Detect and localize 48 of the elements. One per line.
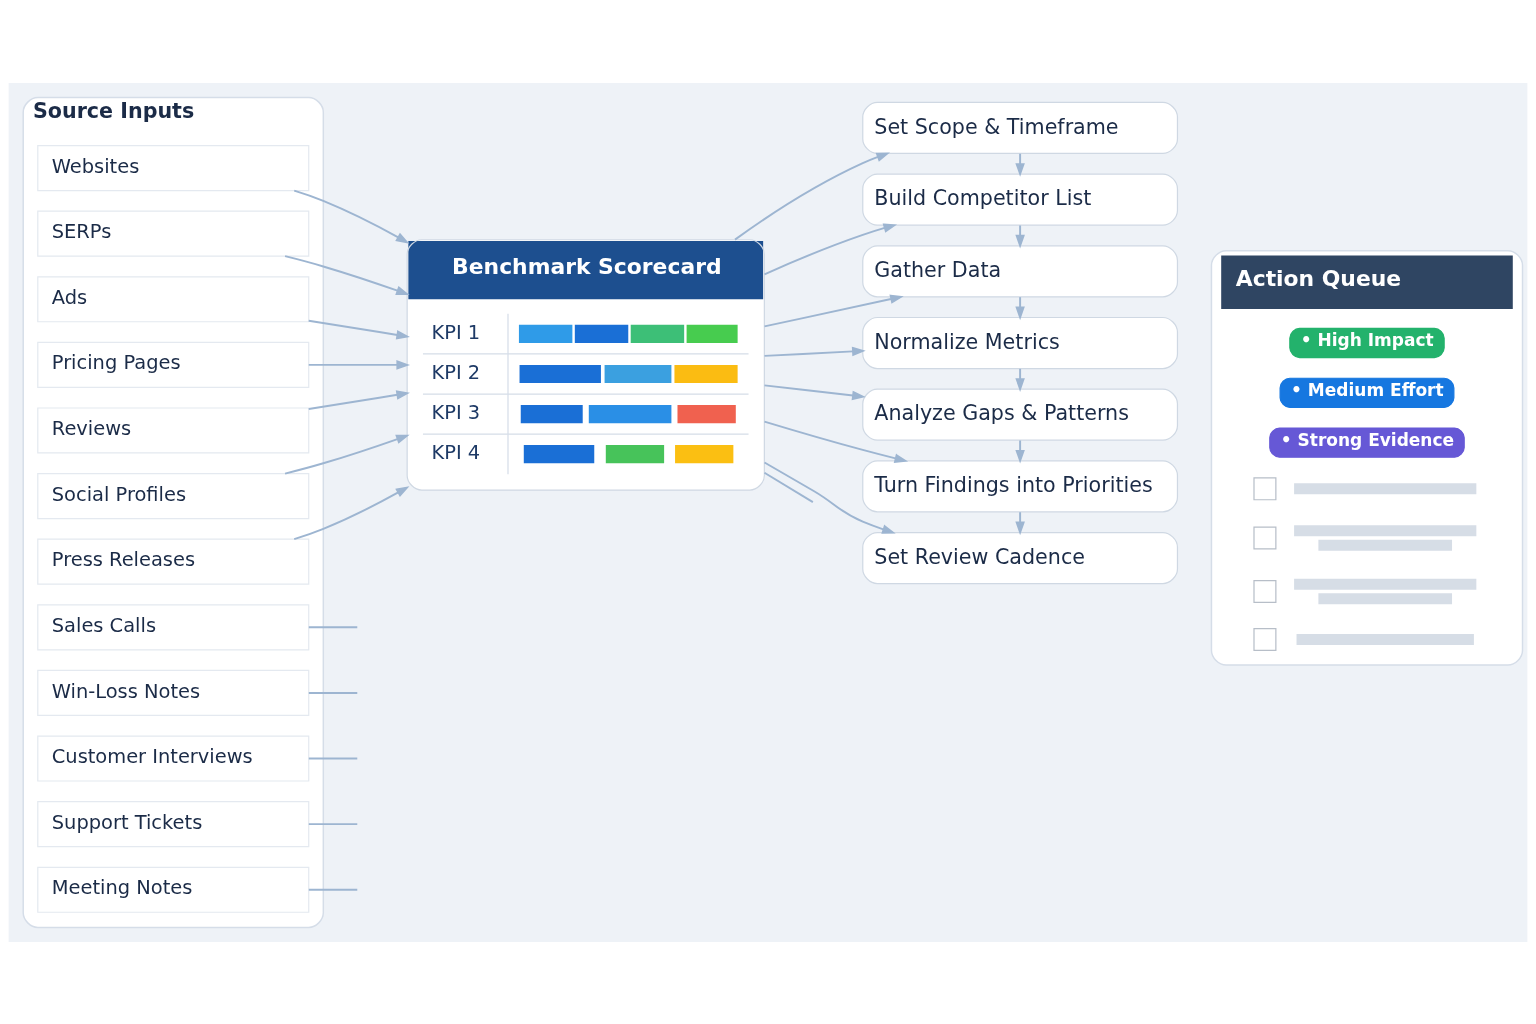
node-box: Normalize Metrics — [862, 316, 1179, 369]
arrow — [1015, 367, 1025, 392]
node-box: SERPs — [37, 210, 310, 257]
arrow — [307, 319, 410, 339]
connector — [763, 471, 814, 503]
node-box: Build Competitor List — [862, 173, 1179, 226]
arrow — [284, 254, 410, 295]
node-box: Gather Data — [862, 244, 1179, 297]
node-box: Websites — [37, 144, 310, 191]
arrow — [284, 434, 410, 475]
node-box: Turn Findings into Priorities — [862, 459, 1179, 512]
node-box: Social Profiles — [37, 472, 310, 519]
connector — [307, 691, 359, 694]
node-box: Analyze Gaps & Patterns — [862, 388, 1179, 441]
arrow — [293, 189, 410, 244]
arrow — [763, 461, 896, 534]
node-box: Support Tickets — [37, 800, 310, 847]
node-box: Win-Loss Notes — [37, 669, 310, 716]
node-box: • High Impact — [1289, 327, 1445, 358]
arrow — [763, 383, 866, 400]
arrow — [1015, 439, 1025, 464]
node-box: Reviews — [37, 406, 310, 454]
arrow — [293, 485, 410, 540]
connector — [307, 757, 359, 759]
node-box: Pricing Pages — [37, 341, 310, 388]
node-box: Ads — [37, 275, 310, 322]
node-box: • Strong Evidence — [1269, 426, 1465, 458]
arrow — [1015, 152, 1025, 177]
connector — [307, 822, 359, 825]
node-box: • Medium Effort — [1279, 377, 1455, 408]
node-box: Customer Interviews — [37, 734, 310, 782]
arrow — [307, 359, 410, 370]
arrow — [763, 293, 904, 327]
arrow — [734, 152, 890, 241]
arrow — [307, 389, 410, 410]
node-box: Set Review Cadence — [862, 531, 1179, 584]
arrow — [1015, 510, 1025, 535]
arrow — [1015, 224, 1025, 248]
node-box: Sales Calls — [37, 603, 310, 650]
node-box: Press Releases — [37, 538, 310, 585]
arrow — [763, 420, 909, 463]
node-box: Set Scope & Timeframe — [862, 101, 1179, 154]
arrow — [1015, 295, 1025, 320]
connector — [307, 625, 359, 628]
arrow — [763, 346, 866, 357]
arrow — [763, 223, 898, 275]
node-box: Meeting Notes — [37, 866, 310, 913]
connector — [307, 888, 359, 891]
